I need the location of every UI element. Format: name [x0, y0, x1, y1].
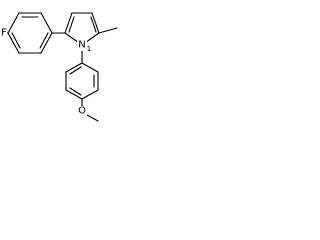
chemical-structure-diagram: F N 1 O [0, 12, 118, 122]
double-bond-inner [39, 32, 49, 49]
double-bond-inner [11, 32, 21, 49]
methoxyphenyl-ring [65, 62, 99, 100]
nitrogen-atom-label: N [78, 40, 85, 51]
label-background [77, 106, 87, 117]
bond [65, 62, 83, 73]
bond [91, 12, 100, 34]
double-bond-inner [69, 66, 82, 75]
bond [7, 32, 20, 54]
bond [81, 62, 99, 73]
bond [81, 89, 99, 100]
fluorine-atom-label: F [1, 28, 7, 39]
fluorophenyl-ring [7, 12, 53, 54]
bond [7, 12, 20, 34]
double-bond-inner [90, 16, 97, 33]
label-background [77, 40, 87, 51]
oxygen-atom-label: O [78, 106, 86, 117]
bond [40, 12, 53, 34]
double-bond-inner [69, 87, 82, 96]
methyl-bond [98, 27, 118, 34]
bond [64, 12, 73, 34]
nitrogen-locant-label: 1 [87, 45, 91, 53]
double-bond-inner [68, 16, 75, 33]
bond [40, 32, 53, 54]
bond [65, 89, 83, 100]
label-background [0, 27, 7, 39]
methoxy-methyl-bond [84, 113, 99, 122]
